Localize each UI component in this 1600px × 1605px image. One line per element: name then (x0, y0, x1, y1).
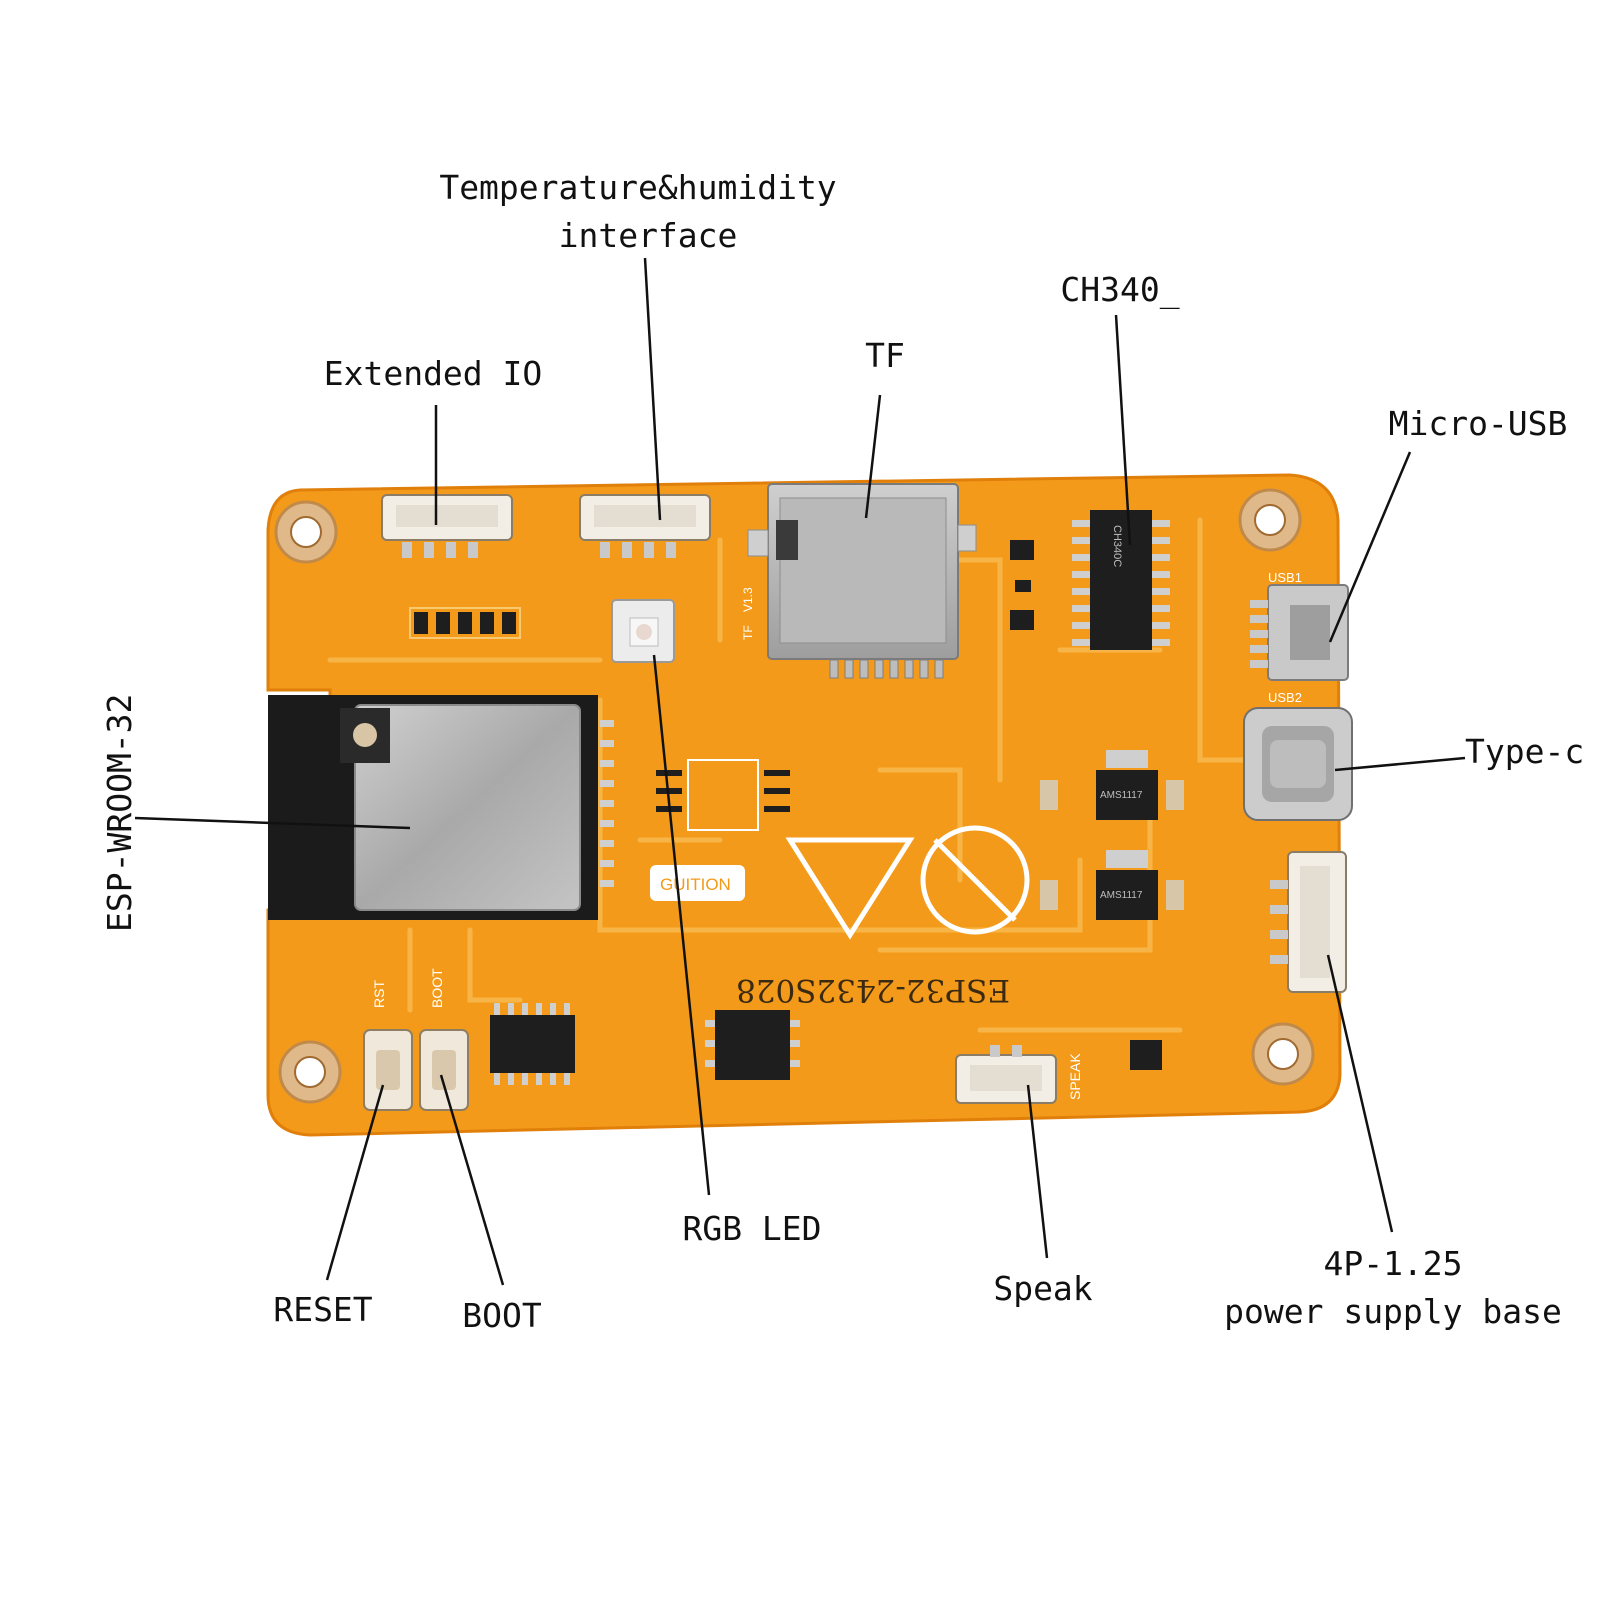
reset-button-body (363, 1029, 413, 1111)
power-4p-connector (1270, 851, 1347, 993)
label-rgb-led: RGB LED (682, 1209, 822, 1248)
boot-button-body (419, 1029, 469, 1111)
compliance-logos (785, 825, 1030, 940)
leader-boot (439, 1074, 505, 1286)
speaker-connector (955, 1045, 1057, 1104)
voltage-regulators (1040, 750, 1184, 920)
extended-io-connector (381, 494, 513, 558)
leader-rgb-led (652, 654, 711, 1196)
label-speak: Speak (993, 1269, 1093, 1308)
amplifier-chip (705, 1010, 800, 1080)
leader-esp (134, 816, 411, 830)
label-type-c: Type-c (1465, 732, 1585, 771)
leader-reset (325, 1084, 385, 1281)
leader-tf (864, 394, 882, 519)
silk-usb2: USB2 (1268, 690, 1302, 705)
leader-power (1326, 954, 1394, 1233)
esp-wroom-module (268, 695, 614, 920)
silk-tf: TF (741, 625, 755, 640)
ch340-chip (1072, 510, 1170, 650)
small-transistors (1010, 540, 1034, 630)
silk-model: ESP32-2432S028 (736, 972, 1010, 1008)
silk-ams-2: AMS1117 (1100, 890, 1143, 901)
type-c-port (1243, 707, 1353, 821)
leader-temperature (643, 257, 662, 521)
touch-controller-chip (490, 1003, 575, 1085)
micro-usb-port (1250, 584, 1349, 681)
rgb-led (611, 599, 675, 663)
label-power-line2: power supply base (1224, 1292, 1562, 1331)
label-boot: BOOT (462, 1296, 542, 1335)
label-tf: TF (865, 336, 905, 375)
label-micro-usb: Micro-USB (1388, 404, 1568, 443)
resistor-row (409, 607, 521, 639)
silk-usb1: USB1 (1268, 570, 1302, 585)
tf-card-slot (747, 483, 977, 679)
pcb-traces (327, 517, 1253, 1033)
label-temperature-line1: Temperature&humidity (439, 168, 837, 207)
silk-ams-1: AMS1117 (1100, 790, 1143, 801)
leader-micro-usb (1328, 451, 1412, 643)
label-temperature-line2: interface (558, 216, 738, 255)
label-power-line1: 4P-1.25 (1323, 1244, 1463, 1283)
label-reset: RESET (273, 1290, 373, 1329)
silk-speak: SPEAK (1067, 1053, 1083, 1100)
leader-speak (1026, 1084, 1049, 1259)
silk-ch340: CH340C (1111, 525, 1123, 567)
q2-transistor (1130, 1040, 1162, 1070)
silk-boot: BOOT (429, 968, 445, 1008)
leader-lines (134, 257, 1466, 1286)
leader-ch340 (1114, 314, 1132, 546)
label-esp-wroom-32: ESP-WROOM-32 (100, 693, 139, 932)
label-ch340: CH340_ (1060, 270, 1180, 309)
temperature-connector (579, 494, 711, 558)
label-extended-io: Extended IO (323, 354, 543, 393)
brand-badge (650, 865, 745, 901)
mounting-holes (274, 488, 1315, 1104)
silk-brand: GUITION (660, 875, 731, 894)
silk-rst: RST (371, 980, 387, 1008)
silk-version: V1.3 (741, 587, 755, 612)
leader-type-c (1334, 756, 1466, 772)
